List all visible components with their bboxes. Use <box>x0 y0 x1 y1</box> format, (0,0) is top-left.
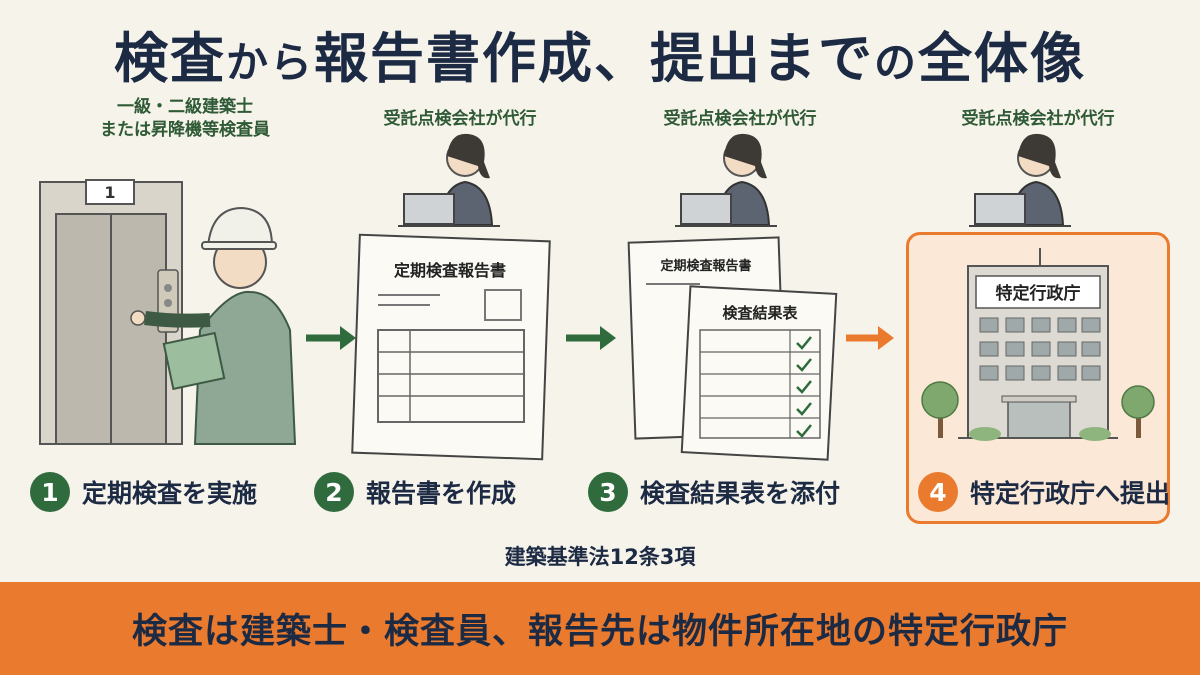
law-reference: 建築基準法12条3項 <box>504 545 696 569</box>
step-1: 1 定期検査を実施 <box>30 472 257 512</box>
step-3: 3 検査結果表を添付 <box>588 472 840 512</box>
agency-role-step4: 受託点検会社が代行 <box>961 109 1115 129</box>
inspector-role-line1: 一級・二級建築士 <box>117 97 253 117</box>
government-building: 特定行政庁 <box>921 248 1155 441</box>
title-part-2: から <box>225 38 314 87</box>
elevator-floor-number: 1 <box>104 183 115 202</box>
agency-role-step2: 受託点検会社が代行 <box>383 109 537 129</box>
clipboard-icon <box>162 331 226 391</box>
tree-left <box>921 381 959 438</box>
title-part-4: の <box>874 38 919 87</box>
step-2-label: 報告書を作成 <box>366 479 517 508</box>
report-document-title: 定期検査報告書 <box>393 261 506 280</box>
illustrations: 1 定期検査報告書 <box>39 133 1155 461</box>
report-document-title-small: 定期検査報告書 <box>659 258 751 274</box>
title-part-3: 報告書作成、提出まで <box>314 27 874 90</box>
step-4: 4 特定行政庁へ提出 <box>918 472 1170 512</box>
step-1-number: 1 <box>30 472 70 512</box>
laptop-icon <box>974 193 1026 225</box>
step-3-number: 3 <box>588 472 628 512</box>
elevator-illustration: 1 <box>39 179 183 445</box>
inspector-illustration <box>130 206 297 445</box>
step-1-label: 定期検査を実施 <box>82 479 258 508</box>
agency-role-step3: 受託点検会社が代行 <box>663 109 817 129</box>
step-3-label: 検査結果表を添付 <box>640 479 841 508</box>
report-with-results: 定期検査報告書 検査結果表 <box>627 236 838 461</box>
building-sign: 特定行政庁 <box>996 283 1081 304</box>
step-2-number: 2 <box>314 472 354 512</box>
arrow-step1-to-2 <box>306 326 356 350</box>
page-title: 検査から報告書作成、提出までの全体像 <box>0 14 1200 93</box>
summary-text: 検査は建築士・検査員、報告先は物件所在地の特定行政庁 <box>131 612 1068 652</box>
laptop-icon <box>403 193 455 225</box>
arrow-step2-to-3 <box>566 326 616 350</box>
step-2: 2 報告書を作成 <box>314 472 516 512</box>
title-part-5: 全体像 <box>918 27 1087 90</box>
agent-illustration-step3 <box>675 133 777 227</box>
agent-illustration-step2 <box>398 133 500 227</box>
agent-illustration-step4 <box>969 133 1071 227</box>
arrow-step3-to-4 <box>846 326 894 350</box>
step-4-number: 4 <box>918 472 958 512</box>
inspector-role-line2: または昇降機等検査員 <box>100 120 270 140</box>
laptop-icon <box>680 193 732 225</box>
tree-right <box>1121 385 1155 438</box>
result-table-title: 検査結果表 <box>722 304 798 322</box>
title-part-1: 検査 <box>113 27 226 90</box>
inspector-role: 一級・二級建築士 または昇降機等検査員 <box>70 96 300 142</box>
report-document: 定期検査報告書 <box>351 233 551 461</box>
step-4-label: 特定行政庁へ提出 <box>970 479 1171 508</box>
summary-footer: 検査は建築士・検査員、報告先は物件所在地の特定行政庁 <box>0 582 1200 675</box>
